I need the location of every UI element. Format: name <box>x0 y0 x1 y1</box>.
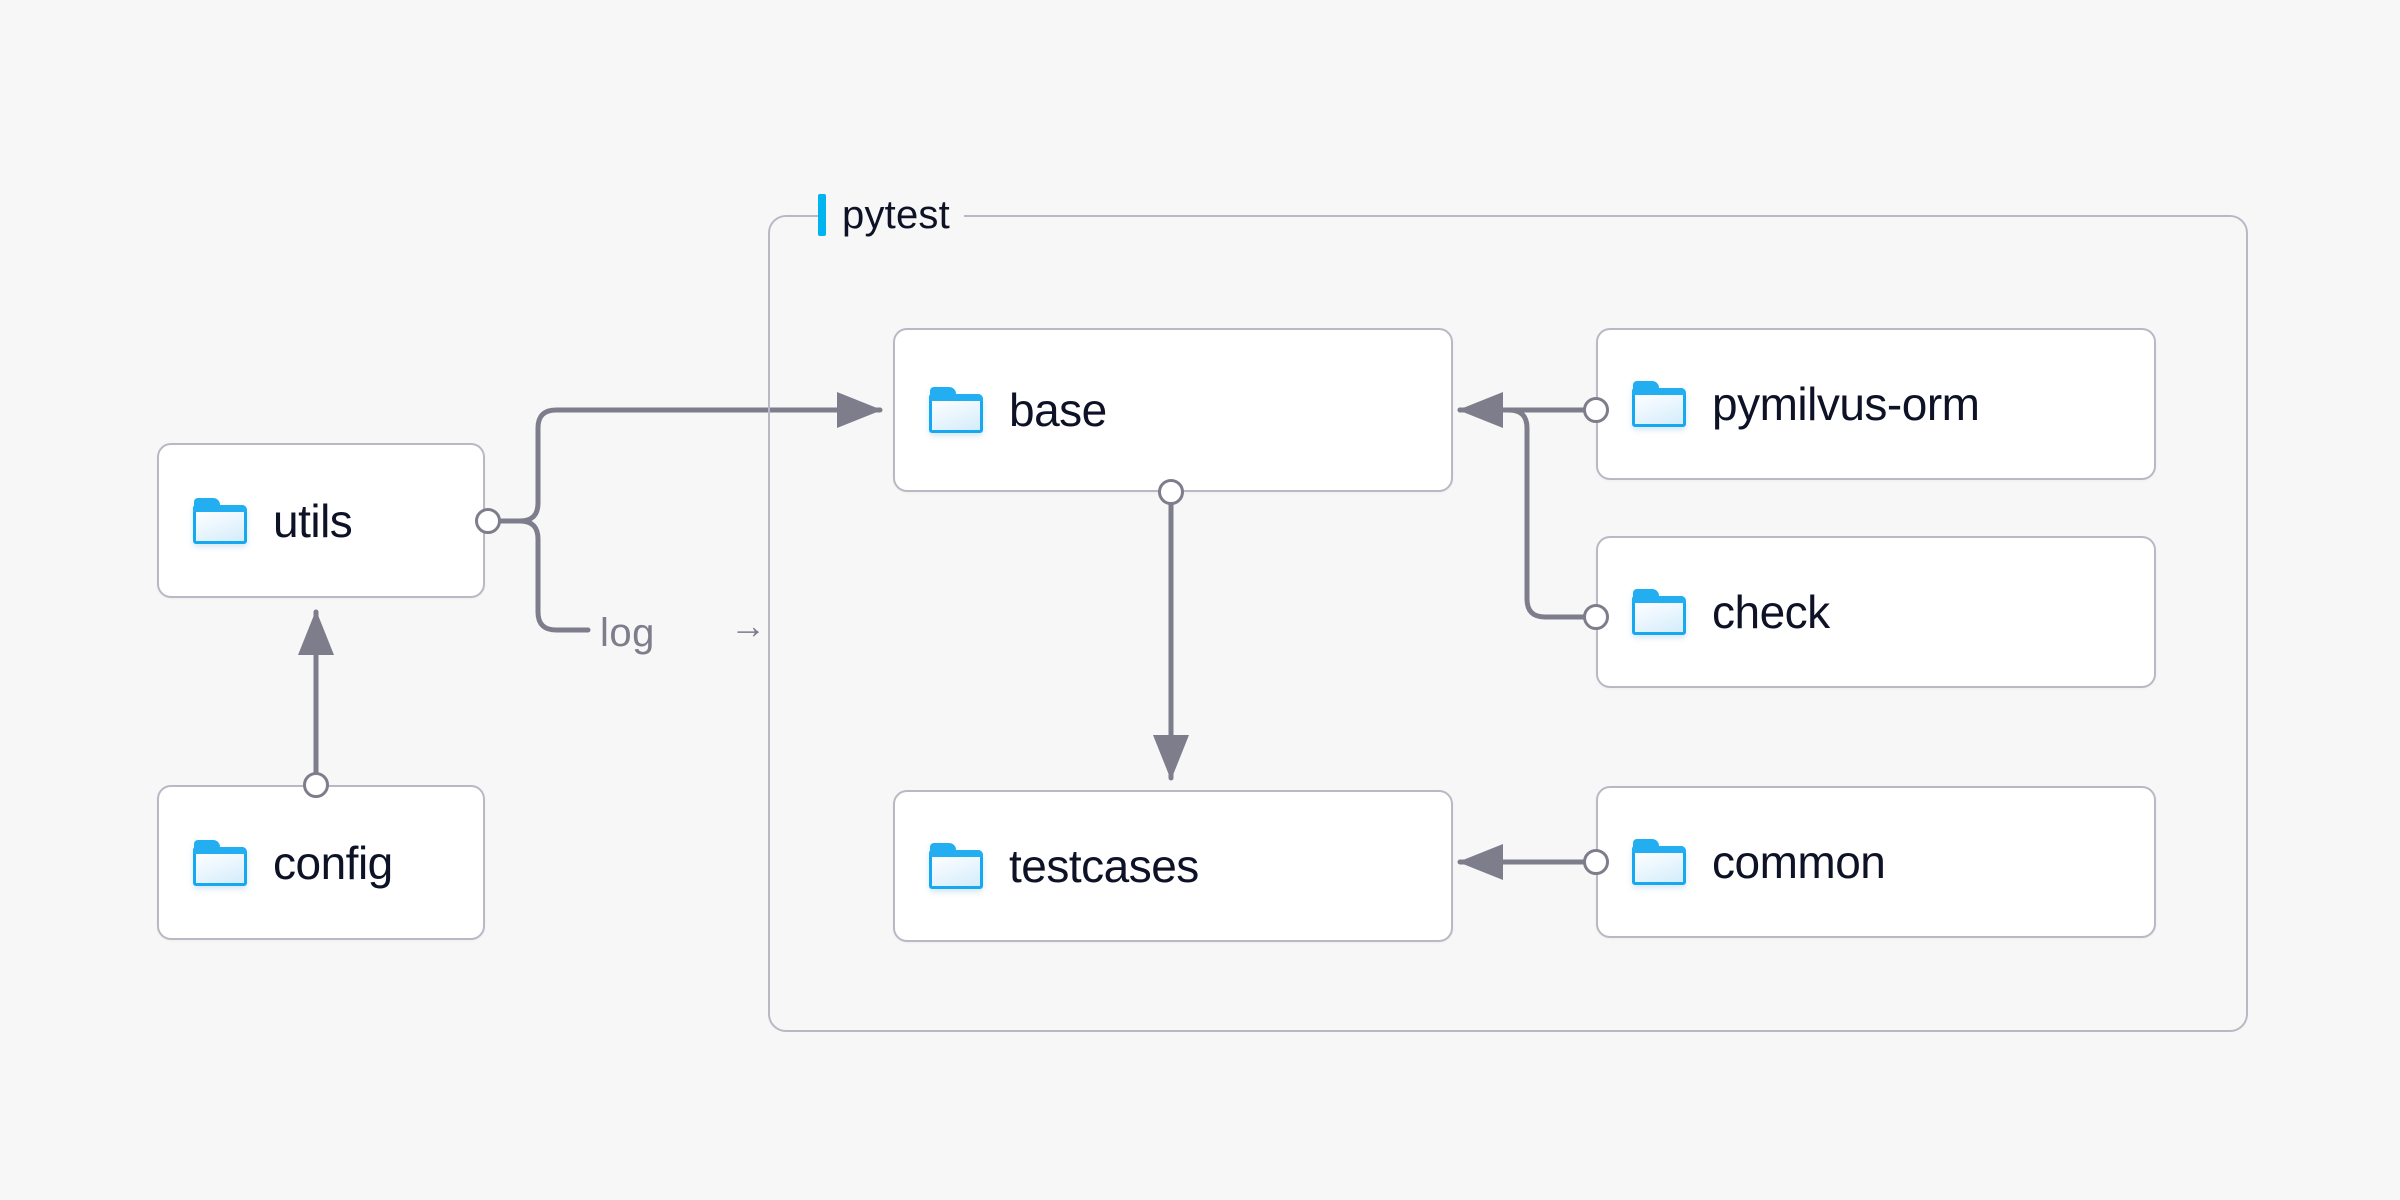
node-check[interactable]: check <box>1596 536 2156 688</box>
folder-icon <box>1632 381 1686 427</box>
port-base-bottom[interactable] <box>1158 479 1184 505</box>
folder-icon <box>929 843 983 889</box>
port-common-left[interactable] <box>1583 849 1609 875</box>
folder-icon <box>929 387 983 433</box>
node-utils-label: utils <box>273 494 353 547</box>
folder-icon <box>193 497 247 544</box>
folder-icon <box>193 839 247 886</box>
node-common-label: common <box>1712 836 1886 888</box>
node-pymilvus-orm[interactable]: pymilvus-orm <box>1596 328 2156 480</box>
node-testcases[interactable]: testcases <box>893 790 1453 942</box>
node-utils[interactable]: utils <box>157 443 485 598</box>
node-testcases-label: testcases <box>1009 840 1199 892</box>
group-accent-bar <box>818 194 826 236</box>
group-pytest[interactable] <box>768 215 2248 1032</box>
folder-icon <box>1632 839 1686 885</box>
port-pymilvus-orm-left[interactable] <box>1583 397 1609 423</box>
port-config-top[interactable] <box>303 772 329 798</box>
edge-utils-log <box>485 518 591 633</box>
node-config[interactable]: config <box>157 785 485 940</box>
edge-label-log: log <box>600 611 655 655</box>
node-common[interactable]: common <box>1596 786 2156 938</box>
node-base-label: base <box>1009 384 1107 436</box>
group-pytest-label: pytest <box>818 193 964 237</box>
node-config-label: config <box>273 836 393 889</box>
port-check-left[interactable] <box>1583 604 1609 630</box>
port-utils-right[interactable] <box>475 508 501 534</box>
folder-icon <box>1632 589 1686 635</box>
node-check-label: check <box>1712 586 1830 638</box>
group-title: pytest <box>842 193 950 237</box>
log-arrow-icon: → <box>730 605 767 646</box>
node-pymilvus-orm-label: pymilvus-orm <box>1712 378 1980 430</box>
node-base[interactable]: base <box>893 328 1453 492</box>
